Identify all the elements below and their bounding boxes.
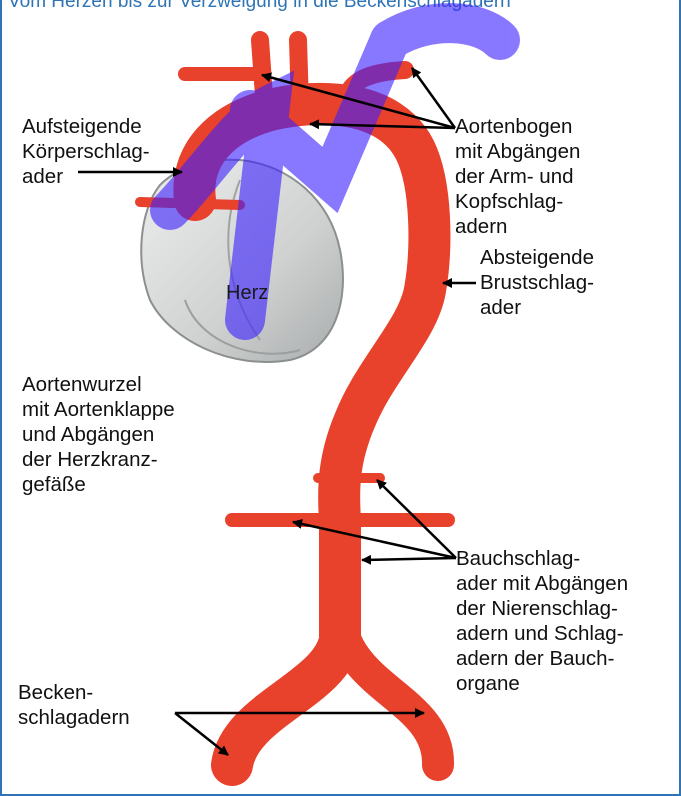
label-aortenwurzel: Aortenwurzel mit Aortenklappe und Abgäng…	[22, 372, 175, 497]
label-bauchschlagader: Bauchschlag- ader mit Abgängen der Niere…	[456, 546, 628, 696]
label-aortenbogen: Aortenbogen mit Abgängen der Arm- und Ko…	[455, 114, 580, 239]
label-beckenschlagadern: Becken- schlagadern	[18, 680, 130, 730]
label-herz: Herz	[226, 282, 268, 305]
label-aufsteigende-koerperschlagader: Aufsteigende Körperschlag- ader	[22, 114, 150, 189]
label-absteigende-brustschlagader: Absteigende Brustschlag- ader	[480, 245, 594, 320]
